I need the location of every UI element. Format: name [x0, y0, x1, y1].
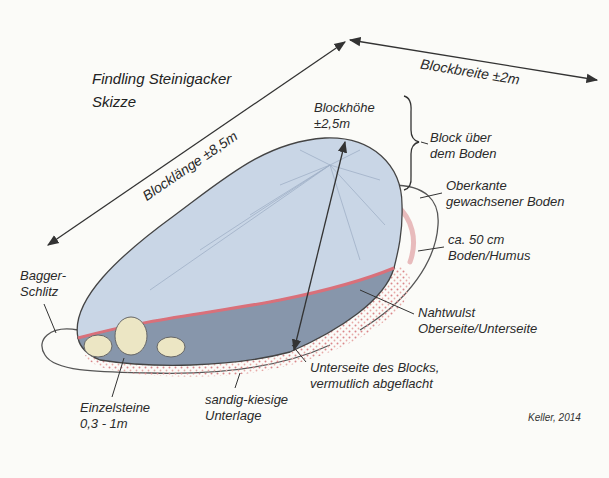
annotation: Bagger-Schlitz [20, 268, 76, 299]
single-stone [157, 337, 185, 357]
height-brace [404, 96, 419, 190]
width-dimension: Blockbreite ±2m [419, 56, 521, 89]
annotation: sandig-kiesige Unterlage [205, 392, 309, 423]
height-dimension: Blockhöhe ±2,5m [314, 100, 388, 131]
boulder-top [77, 138, 402, 338]
annotation: Oberkante gewachsener Boden [446, 178, 570, 209]
leader-lines [44, 142, 444, 397]
annotation: Block über dem Boden [430, 130, 512, 161]
annotation: Einzelsteine 0,3 - 1m [80, 400, 170, 431]
single-stone [84, 335, 112, 357]
author-signature: Keller, 2014 [528, 412, 581, 424]
annotation: Unterseite des Blocks, vermutlich abgefl… [310, 360, 478, 391]
single-stone [115, 317, 147, 355]
annotation: ca. 50 cm Boden/Humus [448, 232, 540, 263]
annotation: Nahtwulst Oberseite/Unterseite [418, 305, 568, 336]
sketch-title: Findling Steinigacker Skizze [92, 68, 262, 113]
height-arrow [294, 142, 345, 350]
